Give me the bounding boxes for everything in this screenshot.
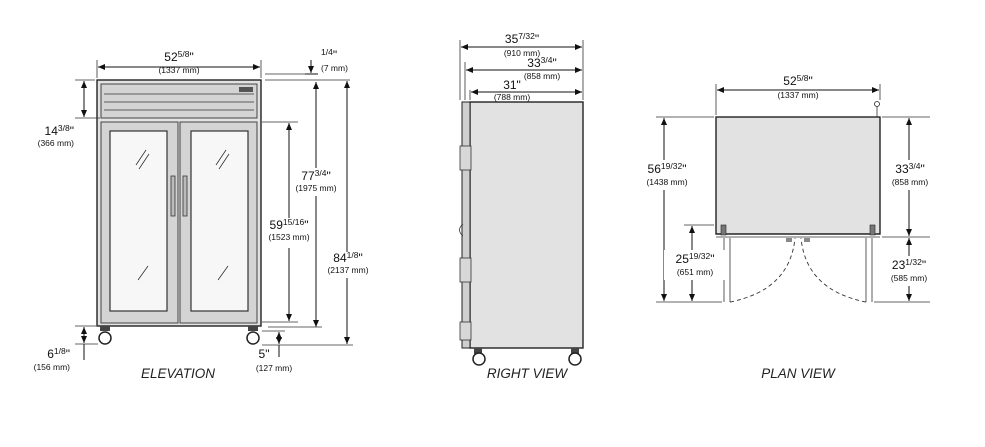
top-offset-label: 1/4" [321,47,337,62]
overall-depth-label: 357/32" [505,31,539,46]
right-door-glass [190,130,249,312]
plan-width-label: 525/8" [783,73,812,88]
power-cord-icon [874,101,880,107]
left-door-handle [170,175,176,217]
door-swing-left-label: 2519/32" [676,251,715,266]
elevation-width-mm: (1337 mm) [158,65,199,75]
door-top-height-label: 773/4" [301,168,330,183]
right-caster [246,331,260,345]
door-profile [461,101,471,349]
elevation-view: 525/8" (1337 mm) 1/4" (7 mm) 143/8" (366… [34,47,374,381]
header-panel [100,83,258,119]
door-height-label: 5915/16" [270,217,309,232]
leg-height-label: 61/8" [47,346,70,361]
door-swing-right-mm: (585 mm) [891,273,928,283]
right-door-handle [182,175,188,217]
elevation-view-title: ELEVATION [141,366,215,381]
plan-body-depth-label: 333/4" [895,161,924,176]
leg-height-mm: (156 mm) [34,362,71,372]
right-view: 357/32" (910 mm) 333/4" (858 mm) 31" (78… [459,31,584,381]
door-top-height-mm: (1975 mm) [295,183,336,193]
right-view-title: RIGHT VIEW [487,366,569,381]
bottom-clearance-label: 5" [259,347,270,361]
overall-height-mm: (2137 mm) [327,265,368,275]
header-height-mm: (366 mm) [38,138,75,148]
door-height-mm: (1523 mm) [268,232,309,242]
door-swing-right-label: 231/32" [892,257,926,272]
plan-view: 525/8" (1337 mm) 5619/32" (1438 mm) 2519… [630,73,936,381]
elevation-width-label: 525/8" [164,49,193,64]
overall-height-label: 841/8" [333,250,362,265]
bottom-clearance-mm: (127 mm) [256,363,293,373]
logo-plate [239,87,253,92]
plan-width-mm: (1337 mm) [777,90,818,100]
overall-depth-mm: (910 mm) [504,48,541,58]
total-depth-label: 5619/32" [648,161,687,176]
cabinet-top [715,116,881,235]
plan-view-title: PLAN VIEW [761,366,836,381]
mid-depth-mm: (858 mm) [524,71,561,81]
side-right-caster [568,352,582,366]
body-depth-label: 31" [503,78,521,92]
right-door-swing [800,237,867,303]
plan-body-depth-mm: (858 mm) [892,177,929,187]
total-depth-mm: (1438 mm) [646,177,687,187]
side-left-caster [472,352,486,366]
left-caster [98,331,112,345]
door-swing-left-mm: (651 mm) [677,267,714,277]
left-door-glass [109,130,168,312]
left-door-swing [729,237,796,303]
cabinet-side [469,101,584,349]
header-height-label: 143/8" [45,123,74,138]
top-offset-mm: (7 mm) [321,63,348,73]
mid-depth-label: 333/4" [527,55,556,70]
body-depth-mm: (788 mm) [494,92,531,102]
